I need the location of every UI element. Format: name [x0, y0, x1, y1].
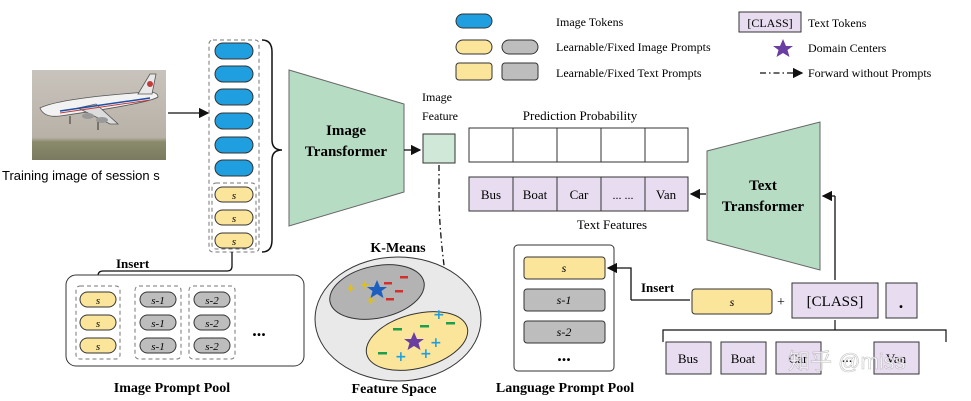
- fixed-image-prompt-swatch: [501, 39, 539, 55]
- svg-text:+: +: [420, 346, 432, 362]
- pool-token-label: s-1: [151, 341, 164, 353]
- svg-text:+: +: [430, 335, 442, 351]
- text-transformer-line2: Transformer: [722, 199, 805, 215]
- plus-sign: +: [777, 295, 785, 310]
- image-token: [214, 65, 254, 83]
- language-prompt-pool-caption: Language Prompt Pool: [496, 381, 634, 396]
- image-prompt-token-label: s: [232, 190, 236, 202]
- image-token: [214, 136, 254, 154]
- bottom-class-ellipsis: ...: [842, 351, 853, 366]
- text-transformer: [706, 121, 821, 271]
- image-prompt-token-label: s: [232, 213, 236, 225]
- bottom-class-label: Bus: [678, 351, 698, 366]
- class-token: [791, 282, 879, 319]
- language-prompt-pool: s s-1 s-2 ...: [513, 244, 615, 372]
- image-token: [214, 112, 254, 130]
- watermark: 知乎 @miss: [788, 349, 906, 374]
- language-pool-ellipsis: ...: [557, 345, 571, 365]
- text-prompt-token-label: s: [730, 295, 735, 309]
- domain-center-star-icon: [773, 39, 793, 57]
- image-token-swatch: [455, 13, 493, 29]
- image-feature-label-line2: Feature: [422, 109, 458, 123]
- language-pool-item-label: s: [562, 261, 567, 275]
- pool-token-label: s-2: [205, 341, 219, 353]
- image-prompt-token: [214, 186, 254, 203]
- legend-text-tokens: Text Tokens: [808, 16, 867, 30]
- image-transformer-line1: Image: [326, 123, 366, 139]
- language-pool-insert-label: Insert: [641, 280, 675, 295]
- language-pool-item-label: s-2: [557, 325, 572, 339]
- image-feature-box: [422, 133, 456, 164]
- image-token: [214, 42, 254, 60]
- legend-image-tokens: Image Tokens: [556, 15, 624, 29]
- text-feature-class: Car: [570, 187, 589, 202]
- image-prompt-token-label: s: [232, 236, 236, 248]
- svg-text:+: +: [366, 293, 376, 307]
- image-prompt-pool: s s s s-1 s-1 s-1 s-2 s-2 s-2 ...: [65, 274, 305, 367]
- svg-text:+: +: [433, 307, 445, 323]
- prediction-probability-label: Prediction Probability: [523, 108, 638, 123]
- pool-token-label: s: [96, 318, 100, 330]
- image-prompt-token: [214, 232, 254, 249]
- class-bracket: [662, 329, 947, 342]
- text-feature-class: Van: [656, 187, 677, 202]
- text-feature-class: ... ...: [613, 188, 634, 202]
- dot-token-label: .: [899, 292, 904, 312]
- bottom-class-label: Van: [886, 351, 907, 366]
- bottom-class-label: Boat: [731, 351, 756, 366]
- image-token: [214, 88, 254, 106]
- svg-text:+: +: [395, 349, 407, 365]
- pool-token-label: s-2: [205, 295, 219, 307]
- legend-domain-centers: Domain Centers: [808, 41, 887, 55]
- text-features-label: Text Features: [577, 217, 647, 232]
- image-prompt-pool-caption: Image Prompt Pool: [114, 381, 230, 396]
- class-token-label: [CLASS]: [807, 294, 864, 310]
- fixed-text-prompt-swatch: [501, 62, 539, 81]
- class-token-swatch: [738, 11, 802, 33]
- text-transformer-line1: Text: [749, 178, 777, 194]
- image-transformer: [288, 69, 405, 227]
- insert-arrow-image-pool: [92, 252, 233, 288]
- svg-text:+: +: [346, 281, 356, 295]
- insert-arrow-language-pool: [606, 262, 632, 300]
- kmeans-title: K-Means: [370, 241, 426, 256]
- svg-text:+: +: [360, 278, 370, 292]
- text-features-row: Bus Boat Car ... ... Van: [468, 176, 689, 212]
- learnable-image-prompt-swatch: [455, 39, 493, 55]
- token-brace: [261, 39, 283, 253]
- image-token: [214, 159, 254, 177]
- image-feature-label-line1: Image: [422, 90, 452, 104]
- pool-token-label: s: [96, 341, 100, 353]
- learnable-text-prompt-swatch: [455, 62, 493, 81]
- image-pool-insert-label: Insert: [116, 256, 150, 271]
- bottom-class-label: Car: [789, 351, 808, 366]
- image-pool-ellipsis: ...: [252, 320, 266, 340]
- image-prompt-token: [214, 209, 254, 226]
- training-image-caption: Training image of session s: [2, 168, 160, 183]
- text-feature-class: Boat: [523, 187, 548, 202]
- legend-forward-without-prompts: Forward without Prompts: [808, 66, 932, 80]
- text-prompt-token: [691, 288, 773, 315]
- legend: Image Tokens Learnable/Fixed Image Promp…: [455, 11, 932, 81]
- pool-token-label: s-1: [151, 295, 164, 307]
- pool-token-label: s-1: [151, 318, 164, 330]
- dot-token: [885, 282, 918, 319]
- domain-center-purple-star-icon: [404, 332, 424, 350]
- text-feature-class: Bus: [481, 187, 501, 202]
- pool-token-label: s-2: [205, 318, 219, 330]
- prediction-probability-row: [468, 127, 689, 163]
- training-image: [32, 70, 166, 160]
- language-pool-item-label: s-1: [557, 293, 572, 307]
- feature-space: + + + + + + +: [314, 256, 482, 382]
- legend-text-prompts: Learnable/Fixed Text Prompts: [556, 66, 702, 80]
- image-transformer-line2: Transformer: [305, 144, 388, 160]
- pool-token-label: s: [96, 295, 100, 307]
- class-token-swatch-label: [CLASS]: [747, 16, 792, 30]
- legend-image-prompts: Learnable/Fixed Image Prompts: [556, 40, 711, 54]
- feature-space-caption: Feature Space: [352, 382, 437, 397]
- token-column: s s s: [208, 39, 260, 253]
- bottom-class-row: Bus Boat Car ... Van: [665, 341, 920, 375]
- domain-center-blue-star-icon: [367, 280, 387, 298]
